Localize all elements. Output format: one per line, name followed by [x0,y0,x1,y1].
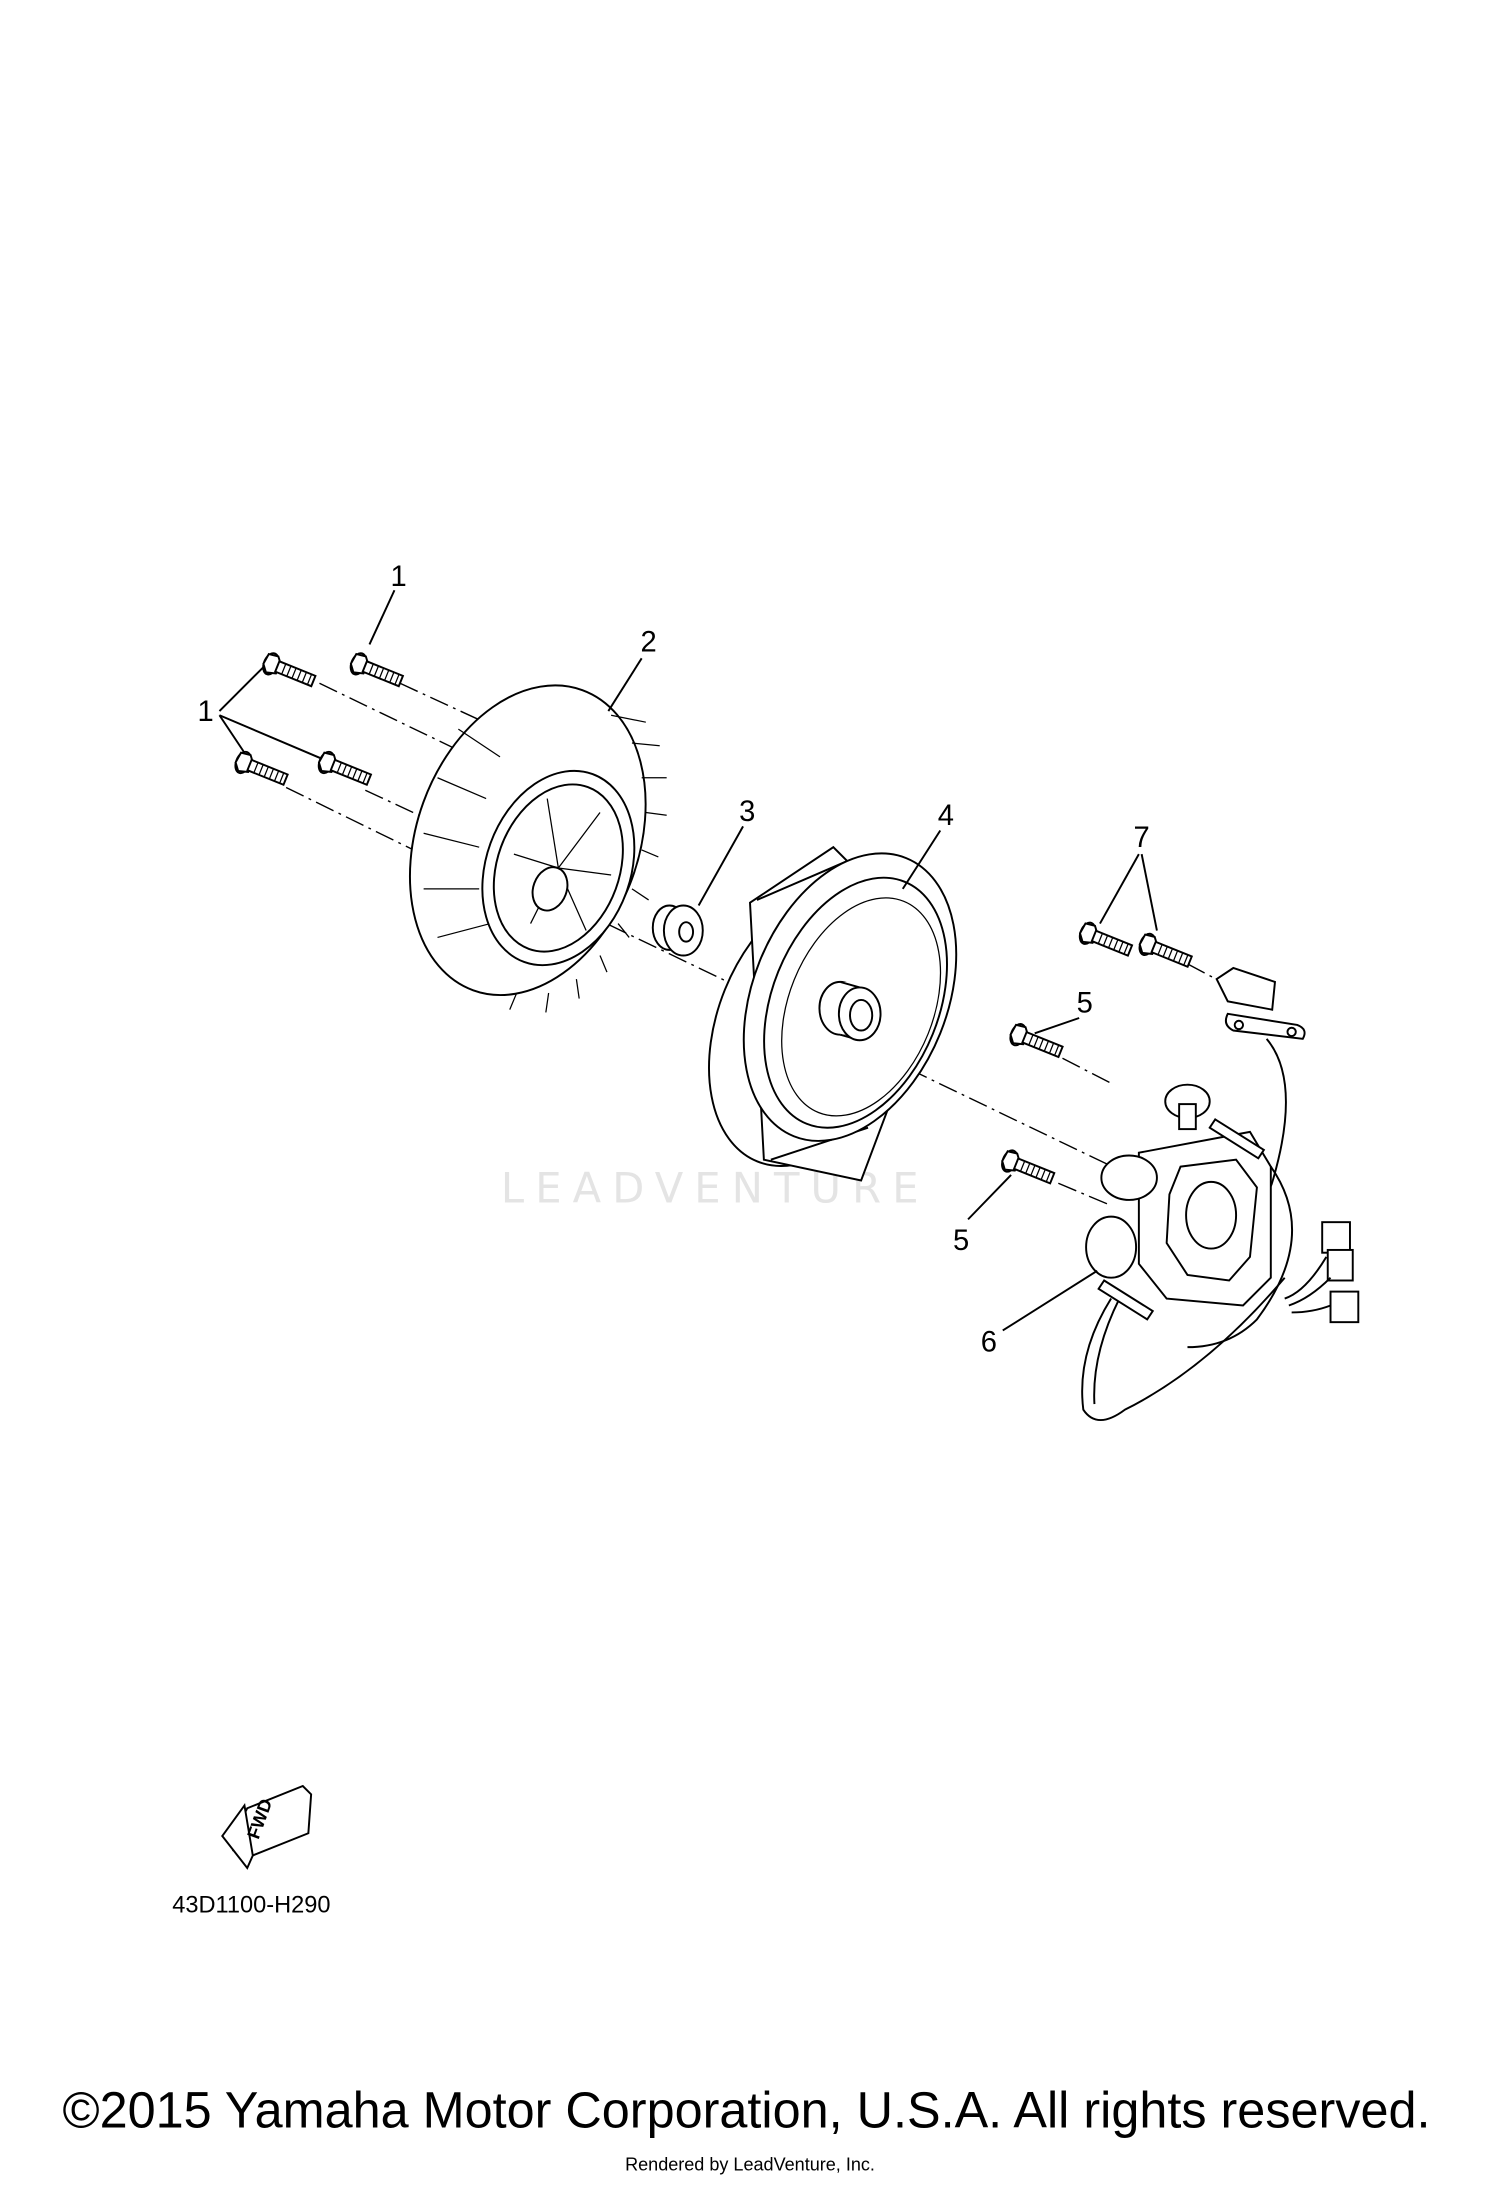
copyright-notice: ©2015 Yamaha Motor Corporation, U.S.A. A… [63,2081,1431,2139]
part-6-stator[interactable] [1081,1083,1360,1422]
callout-5-upper: 5 [1077,987,1093,1019]
fwd-arrow-icon: FWD [221,1784,313,1870]
pickup-coil [1215,966,1306,1221]
diagram-code: 43D1100-H290 [172,1892,330,1918]
callout-3: 3 [739,796,755,828]
wire-connectors [1284,1221,1360,1324]
part-4-flywheel-rotor[interactable] [670,822,997,1197]
part-5-screws[interactable] [998,1020,1066,1190]
callout-1-top: 1 [391,561,407,593]
callout-1-left: 1 [197,696,213,728]
callout-4: 4 [938,800,954,832]
rendered-by: Rendered by LeadVenture, Inc. [625,2155,875,2175]
part-3-washer[interactable] [651,904,704,957]
callout-2: 2 [641,626,657,658]
callout-5-lower: 5 [953,1225,969,1257]
callout-6: 6 [981,1326,997,1358]
callout-labels: 1 1 2 3 4 5 5 6 7 [197,561,1149,1358]
leader-lines [218,589,1158,1332]
callout-7: 7 [1134,822,1150,854]
part-7-screws[interactable] [1075,919,1195,973]
part-2-cooling-fan[interactable] [369,652,687,1028]
